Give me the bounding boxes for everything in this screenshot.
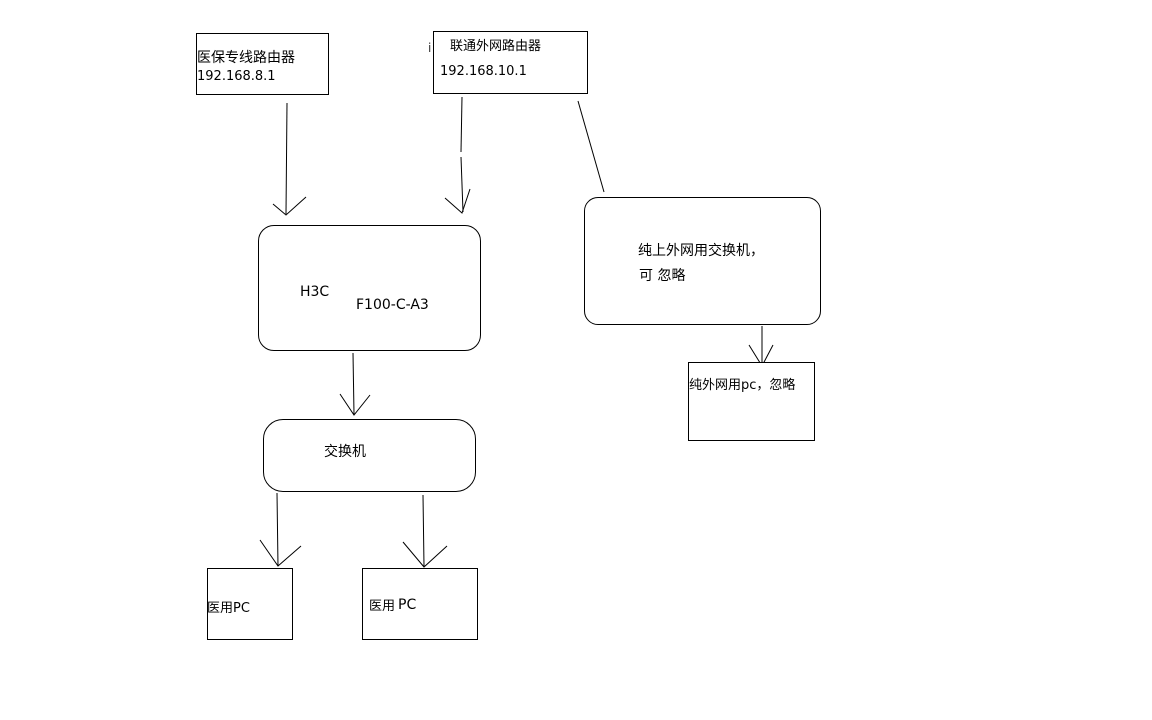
firewall-model: F100-C-A3	[356, 297, 429, 313]
switch-node[interactable]	[263, 419, 476, 492]
pc2-label-a: 医用	[369, 599, 396, 614]
external-switch-label-2: 可 忽略	[639, 268, 686, 284]
medical-router-label: 医保专线路由器	[197, 50, 295, 66]
internet-router-ip: 192.168.10.1	[440, 64, 527, 79]
external-pc-node[interactable]	[688, 362, 815, 441]
arrow-medical-router-to-firewall	[272, 102, 307, 216]
external-switch-node[interactable]	[584, 197, 821, 325]
arrow-internet-router-to-firewall	[444, 96, 471, 214]
line-internet-router-to-external-switch	[577, 100, 605, 193]
switch-label: 交换机	[324, 444, 366, 460]
external-switch-label-1: 纯上外网用交换机，	[638, 243, 764, 259]
internet-router-label: 联通外网路由器	[450, 39, 542, 54]
medical-router-node[interactable]	[196, 33, 329, 95]
pc1-node[interactable]	[207, 568, 293, 640]
firewall-node[interactable]	[258, 225, 481, 351]
medical-router-ip: 192.168.8.1	[197, 69, 276, 84]
pc1-label: 医用PC	[207, 601, 250, 616]
arrow-switch-to-pc1	[259, 492, 302, 567]
external-pc-label: 纯外网用pc，忽略	[689, 378, 796, 393]
arrow-switch-to-pc2	[402, 494, 448, 568]
stray-character: i	[428, 41, 432, 55]
pc2-label-b: PC	[398, 597, 417, 613]
internet-router-node[interactable]	[433, 31, 588, 94]
firewall-brand: H3C	[300, 284, 330, 300]
arrow-external-switch-to-external-pc	[748, 326, 774, 368]
arrow-firewall-to-switch	[339, 352, 371, 416]
pc2-node[interactable]	[362, 568, 478, 640]
